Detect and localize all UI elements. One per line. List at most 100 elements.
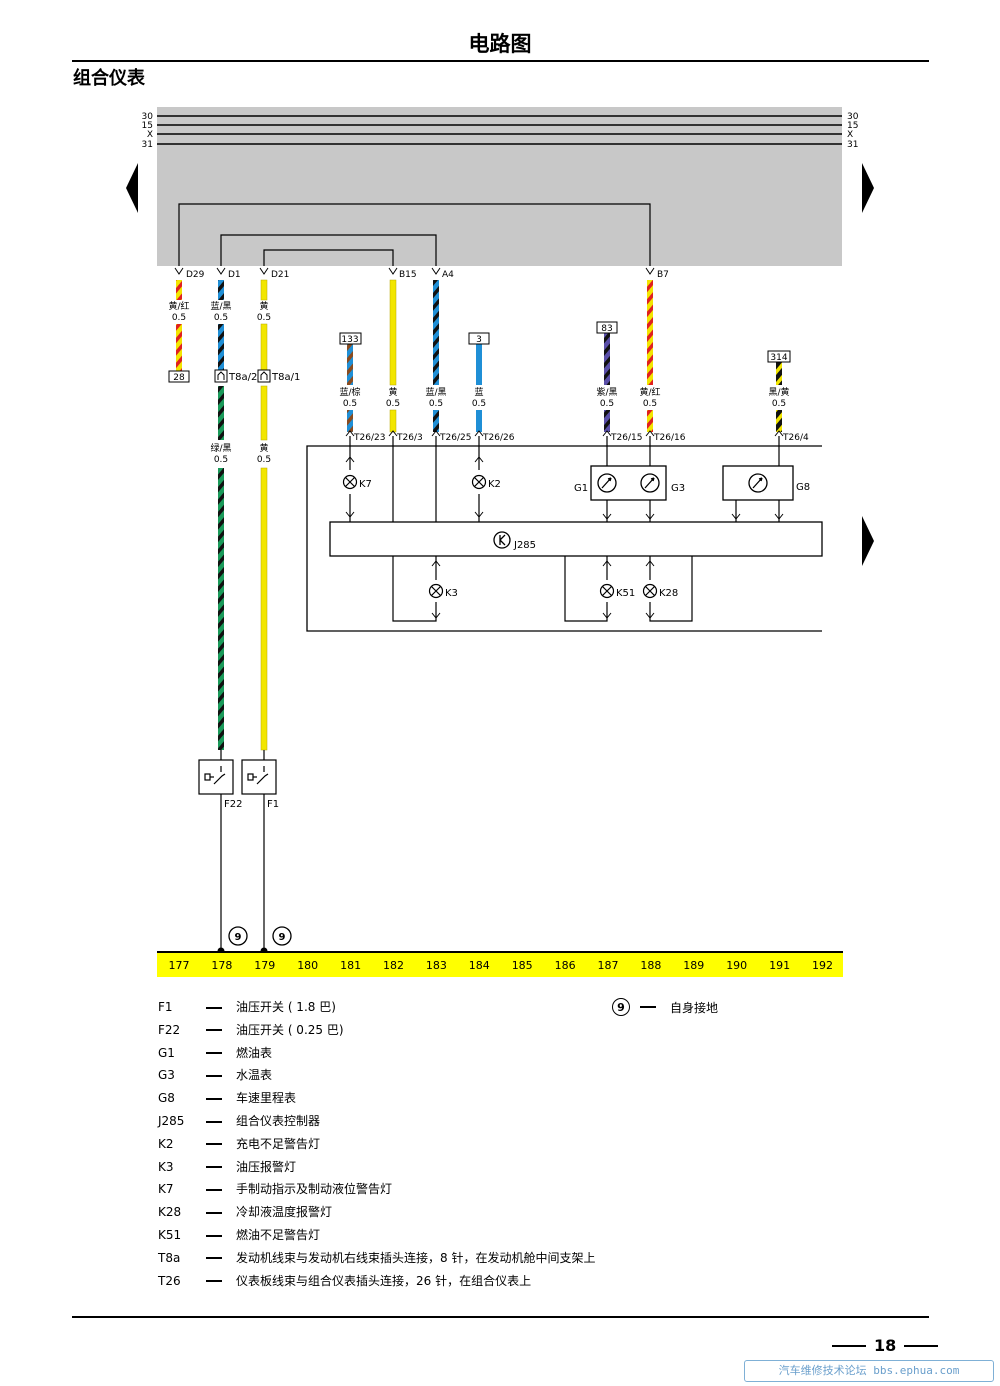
wire-a4-lower <box>433 410 439 432</box>
legend-item: K51 燃油不足警告灯 <box>158 1226 320 1244</box>
gauge-g3-icon <box>640 473 660 493</box>
grid-number: 185 <box>512 959 533 972</box>
next-page-arrow[interactable] <box>862 163 874 213</box>
legend-desc: 燃油不足警告灯 <box>236 1228 321 1242</box>
legend-dash <box>206 1029 222 1032</box>
wire-b7 <box>647 280 653 385</box>
legend-desc: 充电不足警告灯 <box>236 1136 321 1151</box>
wire-d1-mid <box>218 324 224 370</box>
legend-desc: 油压开关 ( 0.25 巴) <box>236 1022 344 1037</box>
grid-number: 178 <box>211 959 232 972</box>
wire-b15 <box>389 279 397 386</box>
ref-28: 28 <box>173 373 185 383</box>
grid-number: 190 <box>726 959 747 972</box>
wire-d21-low-a <box>260 385 268 441</box>
lamp-k51-icon <box>599 583 615 599</box>
connector-t26-4: T26/4 <box>782 433 809 443</box>
grid-number: 192 <box>812 959 833 972</box>
wire-size-lower-d21: 0.5 <box>257 455 271 465</box>
ground-mark-1 <box>228 926 248 946</box>
gauge-box-g8 <box>722 465 794 501</box>
connector-t8a1: T8a/1 <box>271 372 300 383</box>
legend-desc: 组合仪表控制器 <box>236 1114 321 1128</box>
connector-t8a2: T8a/2 <box>228 372 257 383</box>
ref-133: 133 <box>341 335 358 345</box>
legend-desc: 冷却液温度报警灯 <box>236 1205 333 1220</box>
ref-box-133 <box>339 332 362 345</box>
wire-t4 <box>776 362 782 385</box>
legend-desc: 发动机线束与发动机右线束插头连接，8 针，在发动机舱中间支架上 <box>236 1250 596 1265</box>
legend-code: F22 <box>158 1022 181 1037</box>
wire-a4 <box>433 280 439 385</box>
label-k28: K28 <box>659 588 678 599</box>
wire-d1-green-a <box>218 386 224 440</box>
legend-desc: 手制动指示及制动液位警告灯 <box>236 1182 393 1197</box>
legend-dash <box>206 1143 222 1146</box>
ref-box-83 <box>596 321 618 334</box>
bus-label-left-x: X <box>147 130 153 140</box>
wire-size-lower-d1: 0.5 <box>214 455 228 465</box>
t8a-connector-icons <box>214 369 271 383</box>
bus-lines <box>157 115 842 145</box>
ref-box-314 <box>767 350 791 363</box>
legend-dash <box>206 1211 222 1214</box>
pin-a4: A4 <box>442 270 454 280</box>
section-title: 组合仪表 <box>73 68 145 89</box>
grid-number: 188 <box>640 959 661 972</box>
grid-number: 191 <box>769 959 790 972</box>
continue-arrow[interactable] <box>862 516 874 566</box>
wires <box>176 279 782 751</box>
connector-t26-25: T26/25 <box>439 433 471 443</box>
wire-size-t26: 0.5 <box>472 399 486 409</box>
wire-t23-lower <box>347 410 353 432</box>
label-k51: K51 <box>616 588 635 599</box>
prev-page-arrow[interactable] <box>126 163 138 213</box>
label-f22: F22 <box>224 799 242 810</box>
bus-label-right-x: X <box>847 130 853 140</box>
lamp-k28-icon <box>642 583 658 599</box>
legend-dash <box>206 1120 222 1123</box>
legend-desc: 仪表板线束与组合仪表插头连接，26 针，在组合仪表上 <box>236 1273 532 1288</box>
wire-t26-lower <box>476 410 482 432</box>
page-number: 18 <box>824 1336 946 1355</box>
legend-code: K51 <box>158 1228 182 1242</box>
label-g1: G1 <box>574 483 588 494</box>
legend-desc: 车速里程表 <box>236 1091 297 1106</box>
wire-size-d1: 0.5 <box>214 313 228 323</box>
connector-t26-3: T26/3 <box>396 433 423 443</box>
ref-box-3 <box>468 332 490 345</box>
wire-d29-upper <box>176 280 182 300</box>
grid-strip <box>157 953 843 977</box>
legend-dash <box>206 1188 222 1191</box>
legend-code: G8 <box>158 1091 175 1106</box>
wire-size-d29: 0.5 <box>172 313 186 323</box>
connector-t26-15: T26/15 <box>610 433 642 443</box>
wire-d21-low-b <box>260 467 268 751</box>
legend-code: T8a <box>158 1250 181 1265</box>
legend-code: T26 <box>158 1273 181 1288</box>
bus-label-right-30: 30 <box>847 112 859 122</box>
ground-legend: 9 自身接地 <box>612 998 718 1016</box>
pin-d21: D21 <box>271 270 289 280</box>
wire-size-t25: 0.5 <box>429 399 443 409</box>
wire-label-t4: 黑/黄 <box>768 386 789 398</box>
wire-size-t4: 0.5 <box>772 399 786 409</box>
pin-d29: D29 <box>186 270 205 280</box>
grid-number: 184 <box>469 959 490 972</box>
connector-t26-16: T26/16 <box>653 433 686 443</box>
top-rule <box>72 60 929 62</box>
wire-d21-mid <box>260 323 268 371</box>
controller-j285-icon <box>493 531 511 549</box>
wire-t4-lower <box>776 410 782 432</box>
wire-size-t3: 0.5 <box>386 399 400 409</box>
legend-code: G3 <box>158 1068 175 1083</box>
circuit-diagram: 30 15 X 31 30 15 X 31 D29 D1 D21 B15 A4 … <box>126 107 874 977</box>
wire-t23 <box>347 344 353 385</box>
legend-dash <box>206 1097 222 1100</box>
gauge-g8-icon <box>748 473 768 493</box>
